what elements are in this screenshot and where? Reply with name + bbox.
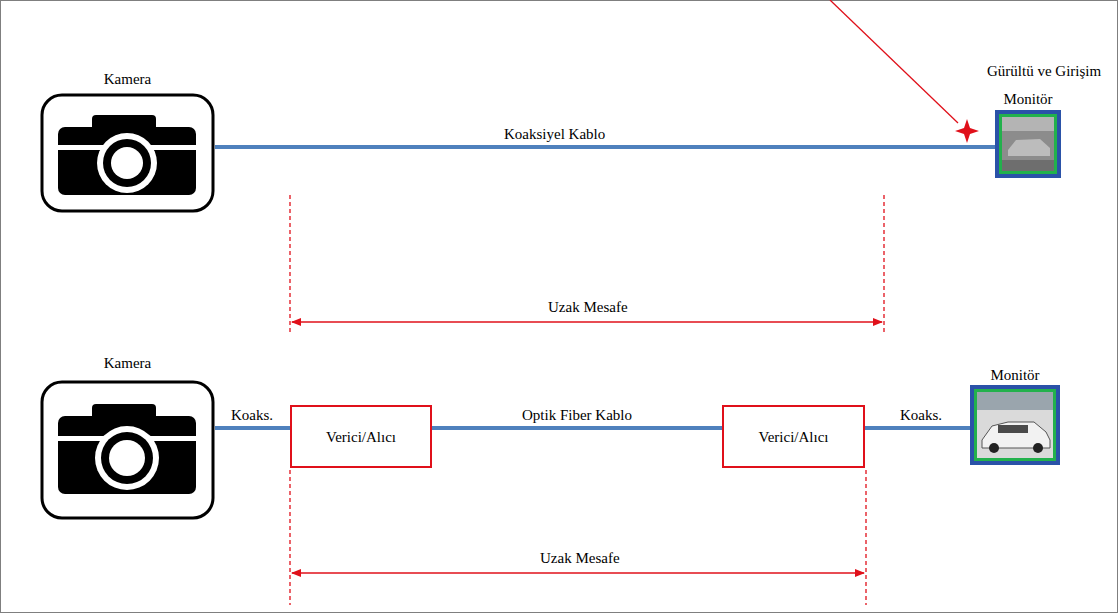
transceiver-box: Verici/Alıcı xyxy=(722,405,865,468)
monitor-node: Monitör xyxy=(970,366,1060,465)
camera-node: Kamera xyxy=(40,354,215,520)
cable-label: Koaks. xyxy=(229,406,275,424)
cable-label: Koaksiyel Kablo xyxy=(502,125,607,143)
box-label: Verici/Alıcı xyxy=(326,428,396,446)
device-heading: Kamera xyxy=(104,354,151,372)
cable-line xyxy=(865,426,970,430)
transceiver-box: Verici/Alıcı xyxy=(290,405,432,468)
noise-label: Gürültü ve Girişim xyxy=(985,62,1103,80)
cable-line xyxy=(215,426,290,430)
noise-star xyxy=(955,119,979,143)
device-heading: Kamera xyxy=(104,70,151,88)
cable-line xyxy=(432,426,722,430)
cable-label: Optik Fiber Kablo xyxy=(520,406,634,424)
leader-line xyxy=(830,0,958,123)
monitor-icon xyxy=(970,385,1060,465)
distance-label: Uzak Mesafe xyxy=(538,549,622,567)
device-heading: Monitör xyxy=(1003,90,1052,108)
box-label: Verici/Alıcı xyxy=(759,428,829,446)
dimension-arrow xyxy=(292,572,864,573)
camera-icon xyxy=(42,382,213,518)
camera-icon xyxy=(42,95,213,211)
cable-label: Koaks. xyxy=(898,406,944,424)
monitor-icon xyxy=(995,110,1061,178)
dimension-arrow xyxy=(292,321,882,322)
distance-label: Uzak Mesafe xyxy=(546,298,630,316)
cable-line xyxy=(215,145,995,149)
device-heading: Monitör xyxy=(990,366,1039,384)
monitor-node: Monitör xyxy=(995,90,1061,178)
camera-node: Kamera xyxy=(40,70,215,212)
dimension-guides xyxy=(290,195,884,605)
